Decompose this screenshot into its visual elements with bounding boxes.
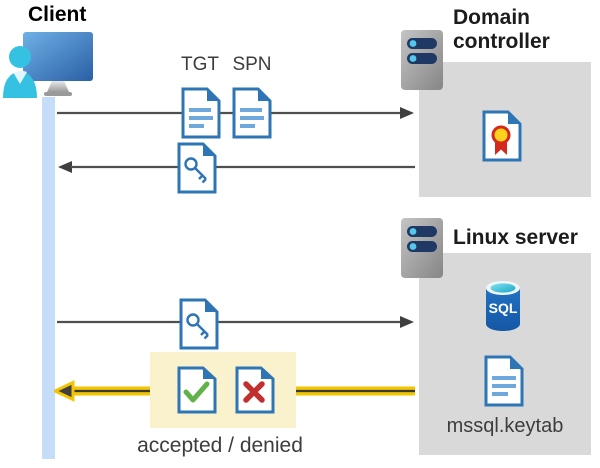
keytab-label: mssql.keytab [446, 415, 564, 437]
spn-document-icon [232, 87, 272, 139]
linux-server-title: Linux server [453, 226, 578, 249]
keytab-document-icon [484, 355, 524, 407]
denied-document-icon [235, 366, 275, 414]
certificate-icon [482, 110, 522, 162]
client-computer-icon [3, 32, 93, 98]
linux-server-icon [401, 218, 443, 278]
domain-controller-title: Domain controller [453, 6, 550, 53]
sql-database-icon: SQL [486, 281, 520, 331]
client-title: Client [28, 3, 87, 26]
client-lifeline [42, 97, 55, 459]
tgt-label: TGT [181, 54, 219, 75]
sql-icon-label: SQL [489, 300, 518, 316]
domain-controller-server-icon [401, 30, 443, 90]
arrow-request-to-linux [57, 316, 414, 328]
accepted-document-icon [177, 366, 217, 414]
arrow-reply-from-dc [58, 161, 415, 173]
arrow-request-to-dc [57, 107, 414, 119]
result-caption: accepted / denied [137, 434, 303, 457]
key-document-icon-linux [179, 298, 219, 350]
spn-label: SPN [232, 54, 272, 75]
key-document-icon-dc [177, 142, 217, 194]
tgt-document-icon [181, 87, 221, 139]
